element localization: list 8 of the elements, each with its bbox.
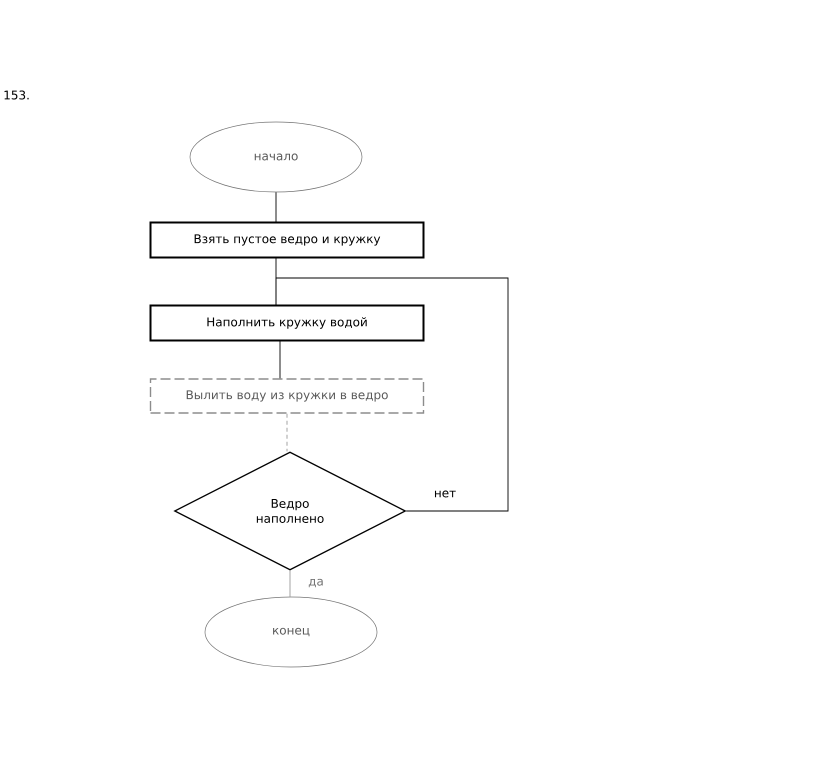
- connector-line: [286, 413, 288, 452]
- edge-label: да: [307, 578, 325, 588]
- process-box: Наполнить кружку водой: [150, 304, 424, 342]
- process-box: Взять пустое ведро и кружку: [150, 222, 424, 258]
- problem-number: 153.: [4, 90, 29, 100]
- process-box: Вылить воду из кружки в ведро: [150, 378, 424, 414]
- connector-line: [276, 278, 508, 512]
- edge-label: нет: [432, 490, 458, 498]
